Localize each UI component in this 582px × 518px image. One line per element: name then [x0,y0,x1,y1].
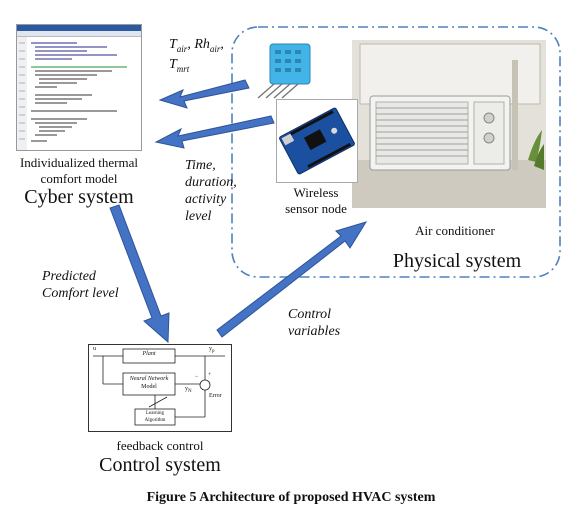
arduino-board-graphic [279,107,355,175]
control-signal-error: Error [209,393,222,399]
cyber-system-title: Cyber system [24,186,134,208]
control-block-nn: Neural Network Model [129,376,169,390]
activity-variables-label: Time, duration, activity level [185,158,237,224]
control-signal-yp: yp [209,346,215,355]
predicted-comfort-label: Predicted Comfort level [42,269,119,301]
dht-sensor-graphic [257,43,311,99]
sensor-variables-label: Tair, Rhair, Tmrt [169,37,224,74]
control-block-plant: Plant [142,351,156,357]
code-lines [17,37,127,150]
control-system-title: Control system [99,454,221,476]
temperature-humidity-sensor [252,42,318,100]
control-block-diagram: u yp Plant Neural Network Model yN + − E… [88,344,232,432]
control-variables-label: Control variables [288,307,341,339]
arrow-control-variables [216,221,368,338]
model-label: Individualized thermal comfort model [19,155,139,186]
control-signal-u: u [93,346,96,352]
arrow-predicted-comfort [109,204,170,344]
air-conditioner-graphic [352,40,546,208]
physical-system-title: Physical system [392,250,522,272]
control-block-learning: Learning Algorithm [144,411,166,423]
air-conditioner-label: Air conditioner [415,223,495,238]
arrow-activity-data [154,115,275,149]
figure-caption: Figure 5 Architecture of proposed HVAC s… [146,490,436,505]
control-signal-yn: yN [185,386,192,395]
control-subtitle: feedback control [116,438,204,453]
wireless-sensor-node [276,99,358,183]
code-editor-screenshot [16,24,142,151]
sensor-node-label: Wireless sensor node [285,185,347,216]
control-signal-minus: − [195,374,199,380]
air-conditioner-photo [352,40,546,208]
control-signal-plus: + [208,372,212,378]
arrow-sensor-data [158,79,250,109]
control-diagram-graphic [93,348,225,426]
